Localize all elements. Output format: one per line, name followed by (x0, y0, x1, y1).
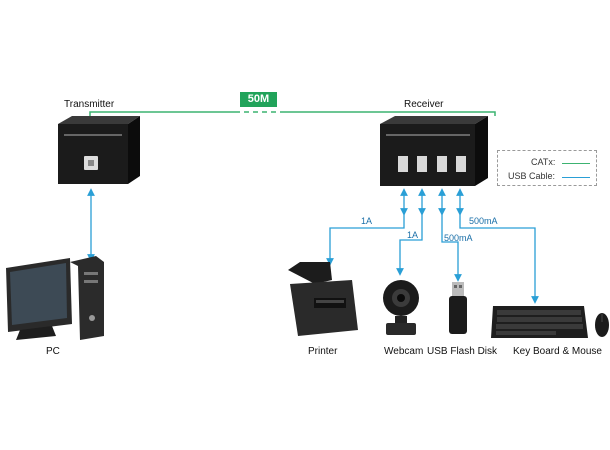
legend-usb-swatch (562, 177, 590, 178)
flash-disk-current-label: 500mA (444, 233, 473, 243)
legend-catx-swatch (562, 163, 590, 164)
transmitter-label: Transmitter (64, 99, 115, 110)
usb-a-ports (398, 156, 466, 172)
webcam-current-label: 1A (407, 230, 419, 240)
usb-flash-disk-device (449, 282, 467, 334)
transmitter-device (58, 116, 140, 184)
pc-device (6, 256, 104, 340)
legend-usb-label: USB Cable: (508, 171, 556, 181)
pc-label: PC (46, 346, 60, 357)
catx-cable (89, 111, 496, 116)
usb-cables (87, 188, 539, 304)
keyboard-mouse-device (491, 306, 609, 338)
receiver-label: Receiver (404, 99, 444, 110)
legend: CATx: USB Cable: (497, 150, 597, 186)
printer-current-label: 1A (361, 216, 373, 226)
distance-badge: 50M (240, 92, 277, 107)
keyboard-current-label: 500mA (469, 216, 498, 226)
webcam-device (383, 280, 419, 335)
flash-disk-label: USB Flash Disk (427, 346, 498, 357)
printer-device (288, 262, 358, 336)
legend-catx-label: CATx: (531, 157, 556, 167)
printer-label: Printer (308, 346, 338, 357)
receiver-device (380, 116, 488, 186)
keyboard-mouse-label: Key Board & Mouse (513, 346, 602, 357)
webcam-label: Webcam (384, 346, 424, 357)
